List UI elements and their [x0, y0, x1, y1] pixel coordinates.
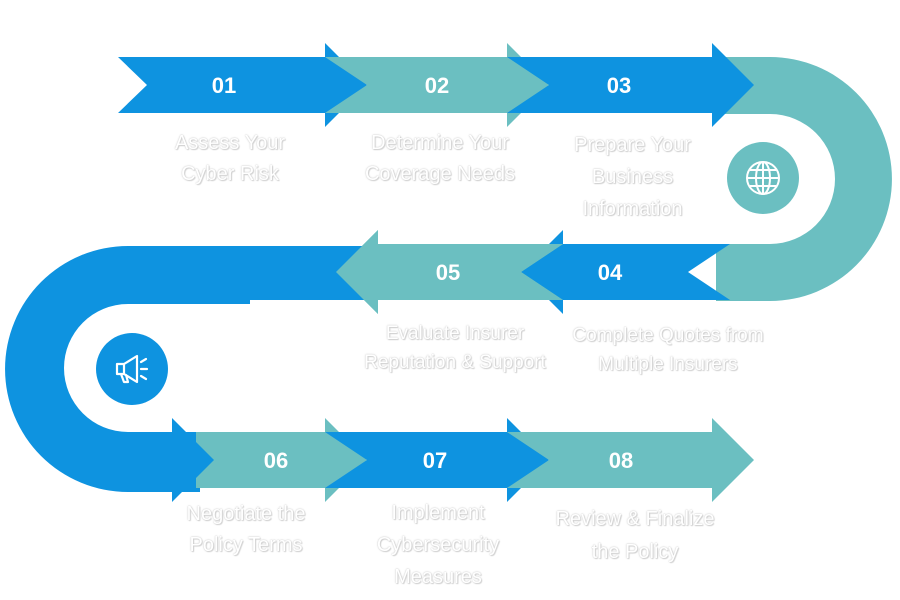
step-01-arrow — [118, 43, 367, 127]
step-05-label: Evaluate Insurer Reputation & Support — [364, 323, 546, 373]
left-curve — [5, 246, 250, 492]
globe-icon — [727, 142, 799, 214]
step-03-label: Prepare Your Business Information — [574, 134, 691, 220]
step-02-number: 02 — [425, 73, 449, 98]
step-06-number: 06 — [264, 448, 288, 473]
step-07-number: 07 — [423, 448, 447, 473]
step-08-number: 08 — [609, 448, 633, 473]
right-curve — [716, 57, 892, 301]
step-04-arrow — [521, 230, 730, 314]
step-01-label: Assess Your Cyber Risk — [174, 132, 286, 185]
step-01-number: 01 — [212, 73, 236, 98]
step-03-number: 03 — [607, 73, 631, 98]
step-05-arrow-front — [336, 230, 563, 314]
step-07-label: Implement Cybersecurity Measures — [376, 502, 500, 588]
step-06-arrow — [196, 418, 367, 502]
step-03-arrow — [507, 43, 754, 127]
step-08-label: Review & Finalize the Policy — [555, 508, 715, 563]
step-07-arrow — [325, 418, 549, 502]
step-02-label: Determine Your Coverage Needs — [364, 132, 516, 185]
step-06-label: Negotiate the Policy Terms — [186, 503, 306, 556]
step-02-arrow — [325, 43, 549, 127]
step-06-head-from-curve — [172, 418, 214, 502]
step-04-number: 04 — [598, 260, 623, 285]
step-08-arrow — [507, 418, 754, 502]
megaphone-icon — [96, 333, 168, 405]
step-05-number: 05 — [436, 260, 460, 285]
step-04-label: Complete Quotes from Multiple Insurers — [572, 325, 764, 375]
